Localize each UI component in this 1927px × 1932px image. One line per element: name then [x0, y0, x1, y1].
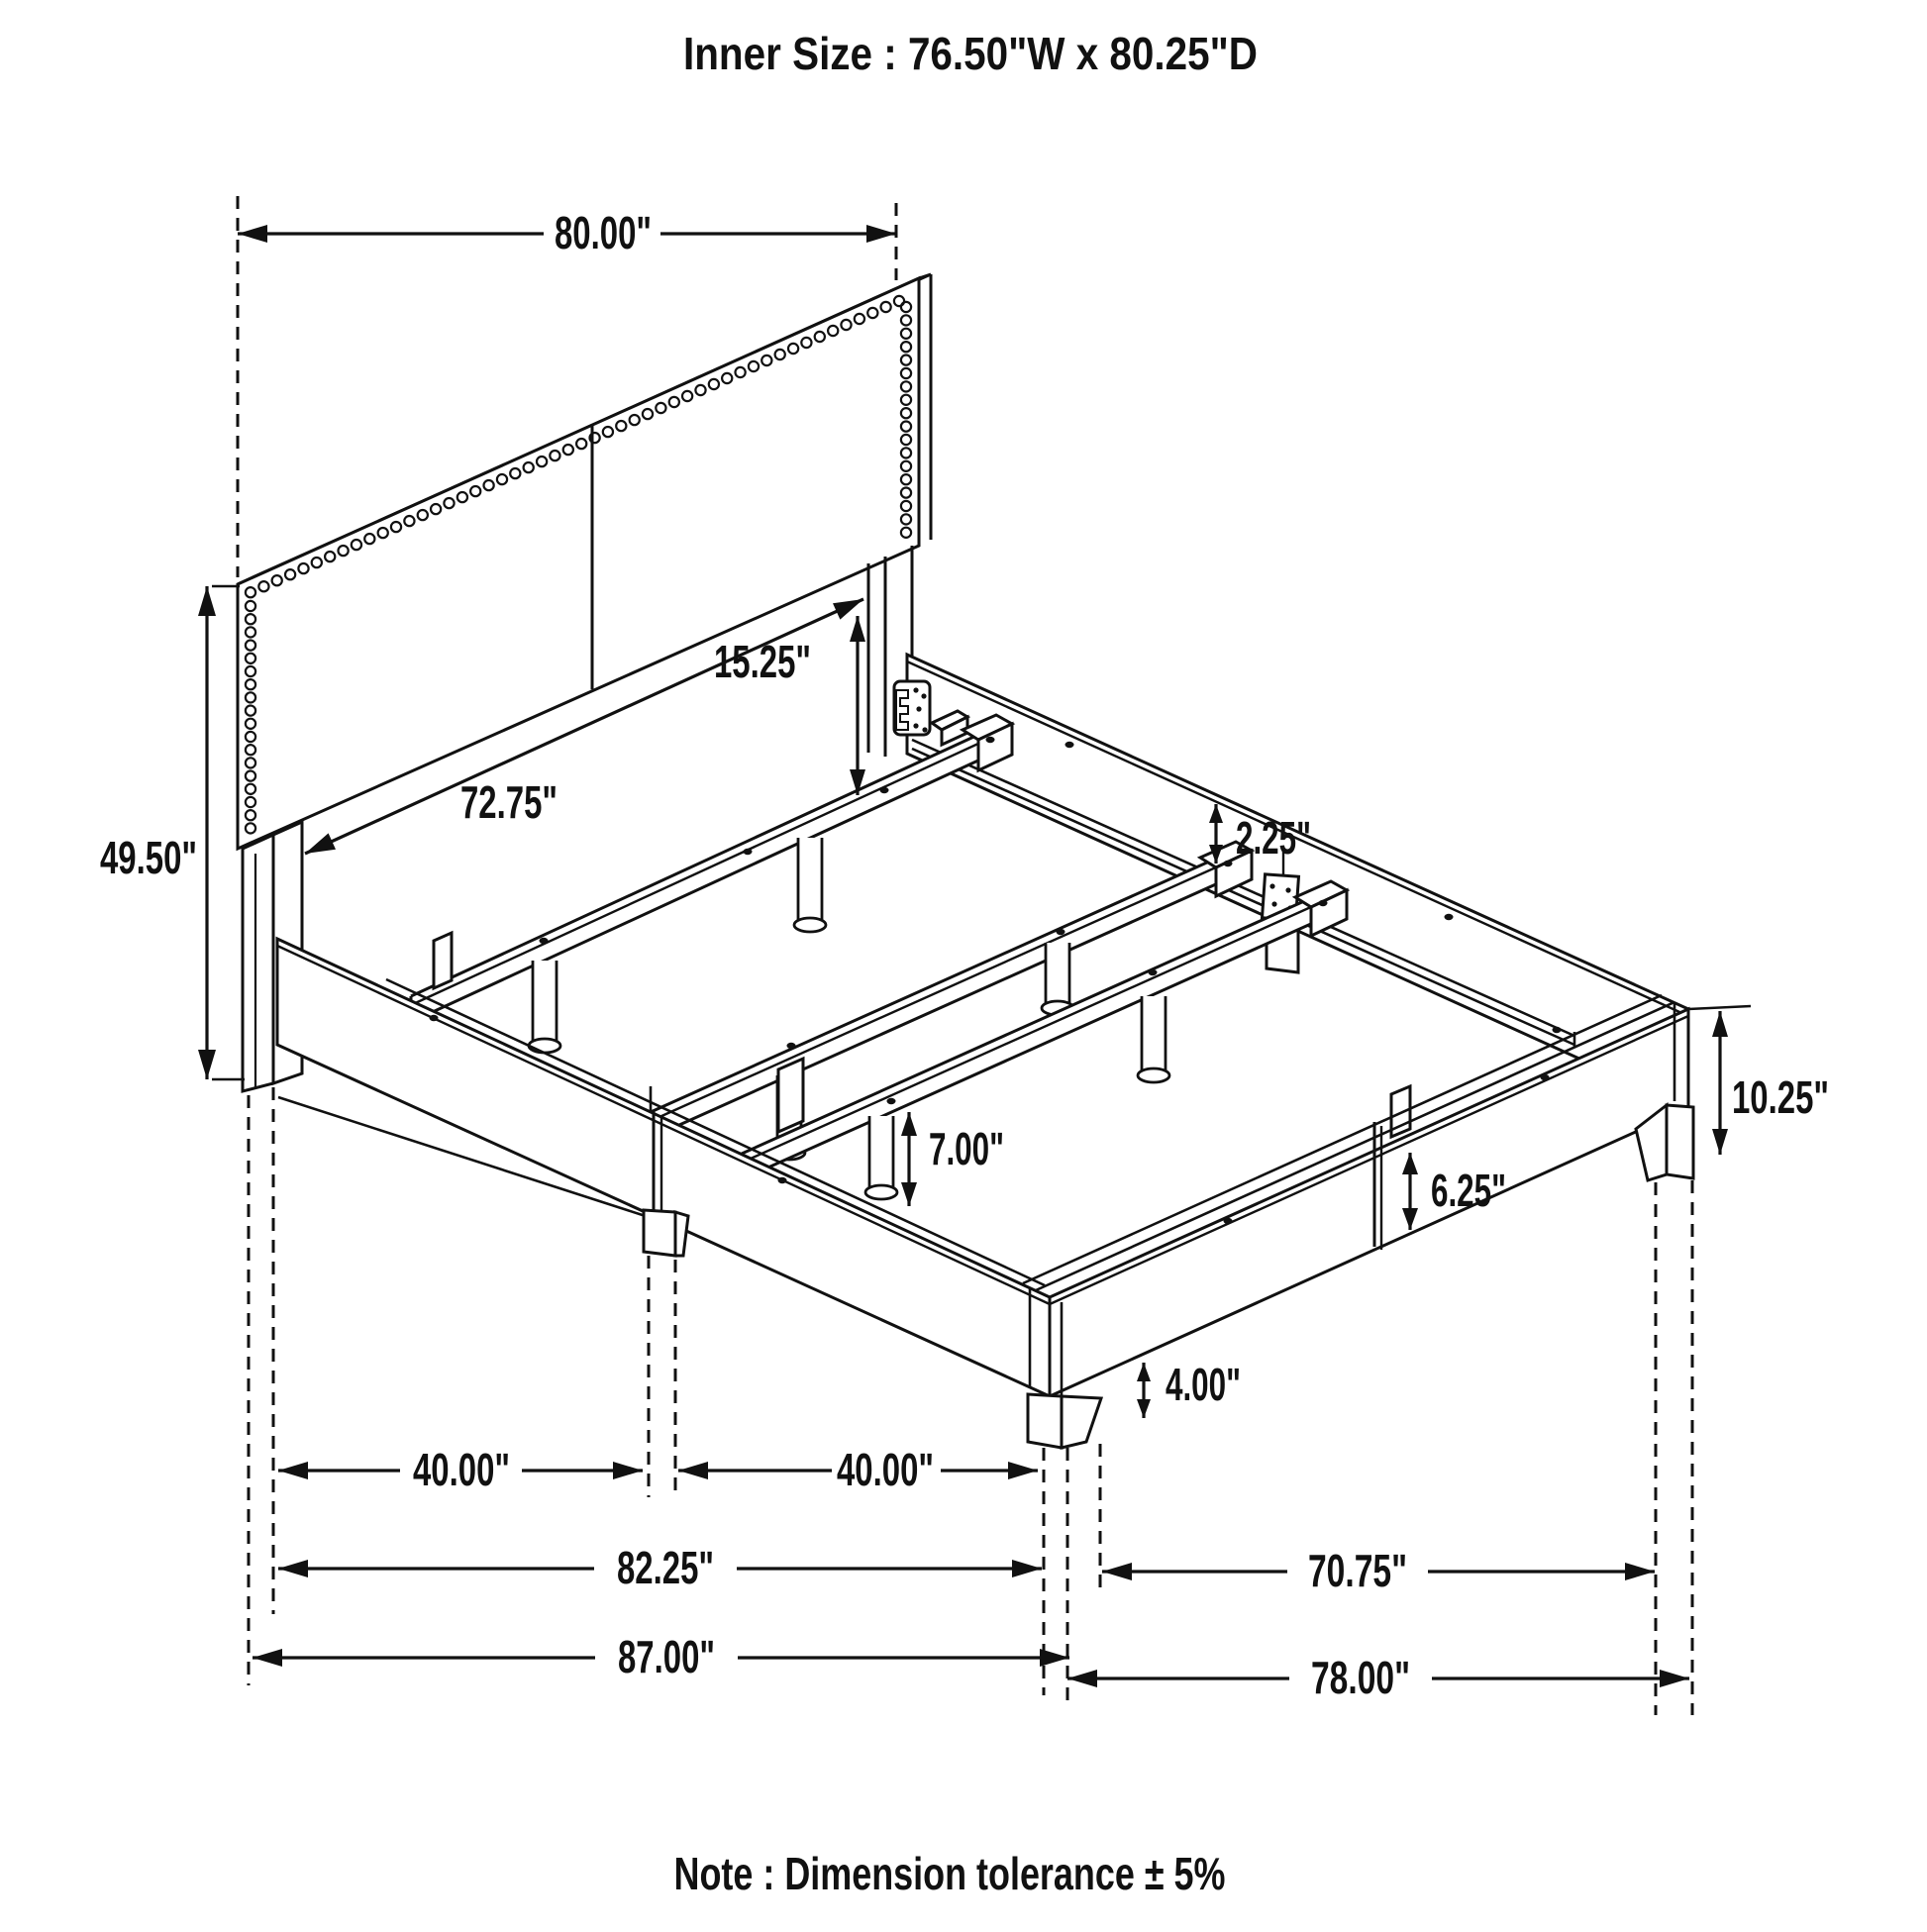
svg-text:40.00": 40.00"	[413, 1444, 510, 1495]
svg-text:40.00": 40.00"	[837, 1444, 934, 1495]
svg-text:87.00": 87.00"	[618, 1631, 715, 1682]
svg-text:Note : Dimension tolerance ± 5: Note : Dimension tolerance ± 5%	[674, 1848, 1226, 1899]
svg-text:2.25": 2.25"	[1236, 812, 1311, 864]
svg-text:Inner Size : 76.50"W x 80.25"D: Inner Size : 76.50"W x 80.25"D	[683, 28, 1258, 79]
svg-text:72.75": 72.75"	[460, 776, 558, 828]
svg-text:15.25": 15.25"	[714, 636, 811, 687]
svg-text:70.75": 70.75"	[1308, 1545, 1407, 1596]
svg-text:7.00": 7.00"	[929, 1123, 1004, 1174]
svg-text:80.00": 80.00"	[555, 207, 652, 258]
svg-text:82.25": 82.25"	[617, 1542, 714, 1593]
svg-text:4.00": 4.00"	[1166, 1359, 1241, 1410]
svg-text:10.25": 10.25"	[1732, 1071, 1829, 1123]
svg-text:78.00": 78.00"	[1311, 1652, 1410, 1703]
svg-text:49.50": 49.50"	[100, 832, 197, 883]
svg-text:6.25": 6.25"	[1431, 1165, 1506, 1216]
